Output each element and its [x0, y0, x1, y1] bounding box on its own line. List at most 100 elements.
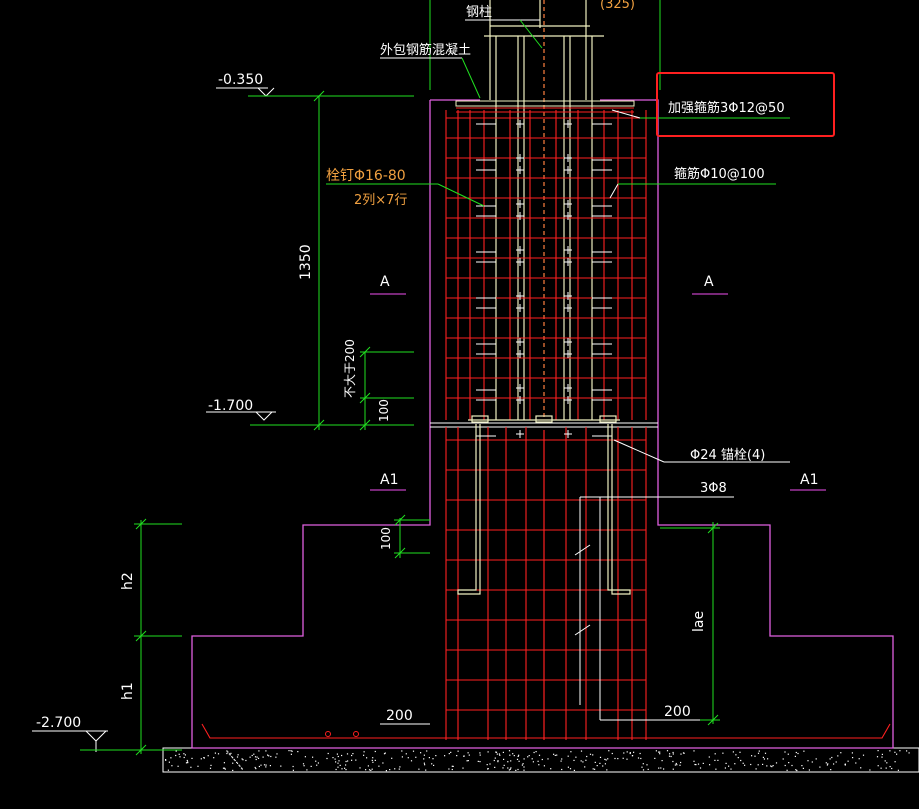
gravel-dot [693, 760, 695, 762]
gravel-dot [237, 754, 239, 756]
gravel-dot [531, 758, 533, 760]
gravel-dot [672, 753, 674, 755]
rebar-cage [201, 110, 891, 740]
gravel-dot [722, 752, 724, 754]
gravel-dot [521, 764, 523, 766]
gravel-dot [368, 769, 371, 771]
gravel-dot [355, 759, 357, 761]
gravel-dot [757, 764, 759, 766]
gravel-dot [860, 767, 862, 769]
gravel-dot [241, 758, 243, 760]
gravel-dot [596, 765, 598, 767]
label-spacing-note: 不大于200 [343, 339, 357, 398]
stud-head [516, 120, 524, 128]
label-elev-top: -0.350 [218, 72, 263, 88]
gravel-dot [302, 763, 305, 765]
gravel-dot [631, 755, 633, 757]
gravel-dot [517, 768, 519, 771]
gravel-dot [825, 762, 827, 764]
gravel-cushion [162, 747, 919, 773]
gravel-dot [239, 765, 241, 767]
gravel-dot [401, 756, 403, 758]
gravel-dot [554, 754, 556, 756]
gravel-dot [498, 753, 500, 755]
gravel-dot [757, 752, 760, 754]
gravel-dot [646, 764, 648, 766]
gravel-dot [183, 756, 185, 759]
gravel-dot [802, 767, 804, 769]
stud-head [564, 212, 572, 220]
gravel-dot [725, 762, 727, 764]
gravel-dot [405, 753, 407, 755]
gravel-dot [426, 750, 428, 752]
gravel-dot [479, 754, 481, 756]
gravel-dot [267, 754, 269, 756]
gravel-dot [660, 767, 662, 769]
gravel-dot [335, 761, 337, 763]
label-stud-layout: 2列×7行 [354, 193, 407, 208]
gravel-dot [541, 758, 543, 761]
gravel-dot [451, 765, 453, 767]
gravel-dot [346, 753, 349, 755]
gravel-dot [715, 768, 717, 770]
gravel-dot [658, 767, 660, 769]
gravel-dot [327, 752, 329, 755]
gravel-dot [732, 751, 734, 753]
gravel-dot [510, 760, 512, 762]
gravel-dot [372, 757, 374, 759]
gravel-dot [594, 761, 596, 763]
gravel-dot [784, 751, 786, 753]
gravel-dot [880, 767, 882, 769]
gravel-dot [165, 759, 167, 761]
gravel-dot [462, 767, 464, 769]
stud-head [564, 430, 572, 438]
gravel-dot [292, 765, 294, 768]
gravel-dot [896, 753, 898, 755]
gravel-dot [507, 767, 509, 769]
gravel-dot [611, 752, 613, 755]
gravel-dot [407, 757, 409, 759]
gravel-dot [508, 750, 511, 752]
gravel-dot [668, 755, 671, 757]
gravel-dot [306, 769, 308, 771]
gravel-dot [672, 768, 674, 770]
gravel-dot [232, 757, 234, 759]
gravel-dot [771, 766, 773, 768]
gravel-dot [763, 758, 765, 760]
label-dim-200-left: 200 [386, 708, 413, 724]
gravel-dot [292, 769, 294, 771]
gravel-dot [258, 750, 260, 752]
gravel-dot [550, 768, 552, 770]
gravel-dot [694, 763, 696, 766]
gravel-dot [466, 760, 468, 762]
gravel-dot [553, 753, 555, 755]
gravel-dot [699, 767, 702, 769]
stud-head [564, 396, 572, 404]
gravel-dot [833, 763, 835, 765]
gravel-dot [835, 761, 837, 763]
gravel-dot [290, 750, 292, 752]
gravel-dot [385, 770, 387, 772]
gravel-dot [253, 753, 255, 755]
gravel-dot [463, 755, 465, 757]
gravel-dot [899, 750, 901, 752]
label-dim-100-lower: 100 [379, 527, 393, 550]
label-reinforce-stirrup: 加强箍筋3Φ12@50 [668, 100, 785, 116]
gravel-dot [226, 750, 228, 752]
gravel-dot [499, 754, 501, 756]
gravel-dot [770, 765, 772, 767]
gravel-dot [734, 763, 736, 765]
gravel-dot [345, 760, 347, 763]
gravel-dot [885, 767, 887, 769]
gravel-dot [326, 757, 328, 760]
gravel-dot [496, 753, 498, 755]
label-lae: lae [691, 611, 707, 632]
gravel-dot [444, 755, 446, 757]
gravel-dot [177, 765, 179, 767]
label-steel-column: 钢柱 [466, 5, 492, 20]
gravel-dot [233, 758, 235, 761]
gravel-dot [607, 758, 609, 760]
stud-head [564, 200, 572, 208]
gravel-dot [428, 757, 430, 759]
